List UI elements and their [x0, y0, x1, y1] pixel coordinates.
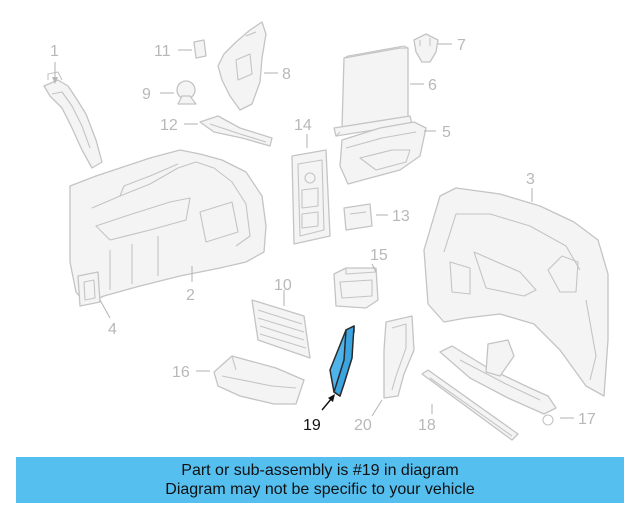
callout-14: 14: [294, 117, 312, 134]
callout-16: 16: [172, 364, 190, 381]
callout-19: 19: [303, 417, 321, 434]
callout-3: 3: [526, 171, 535, 188]
callout-9: 9: [142, 86, 151, 103]
callout-13: 13: [392, 208, 410, 225]
part-11-clip: [193, 39, 207, 59]
part-2-left-quarter-trim: [69, 149, 267, 305]
info-banner: Part or sub-assembly is #19 in diagram D…: [16, 457, 624, 503]
part-1-pillar-trim: [43, 71, 103, 169]
callout-11: 11: [154, 43, 171, 60]
part-6-cargo-cover: [333, 45, 413, 137]
part-5-storage-tray: [339, 121, 427, 185]
part-14-switch-panel: [291, 149, 331, 245]
callout-1: 1: [50, 43, 59, 60]
parts-diagram: 1 2 4 11 9 8 12: [43, 21, 609, 441]
part-9-push-clip: [176, 80, 197, 105]
part-13-bracket: [343, 203, 373, 231]
callout-18: 18: [418, 417, 436, 434]
banner-line-2: Diagram may not be specific to your vehi…: [165, 481, 475, 498]
part-7-bracket: [413, 33, 439, 63]
callout-7: 7: [457, 37, 466, 54]
part-15-outlet-housing: [333, 267, 379, 309]
callout-6: 6: [428, 77, 437, 94]
callout-20: 20: [354, 417, 372, 434]
part-4-clip: [77, 271, 101, 307]
callout-15: 15: [370, 247, 388, 264]
part-3-right-quarter-trim: [423, 187, 609, 397]
callout-2: 2: [186, 287, 195, 304]
part-16-storage-bin: [213, 355, 305, 405]
banner-line-1: Part or sub-assembly is #19 in diagram: [181, 462, 459, 479]
part-8-upper-trim: [217, 21, 267, 111]
callout-12: 12: [160, 117, 178, 134]
part-18-jack-handle: [421, 369, 519, 441]
callout-4: 4: [108, 321, 117, 338]
part-12-trim-strip: [199, 115, 273, 147]
callout-17: 17: [578, 411, 596, 428]
part-20-vertical-trim: [383, 315, 415, 399]
callout-10: 10: [274, 277, 292, 294]
callout-5: 5: [442, 124, 451, 141]
callout-8: 8: [282, 66, 291, 83]
part-17-jack: [439, 339, 557, 426]
part-10-speaker-grille: [251, 299, 311, 359]
part-19-highlighted-trim: [329, 325, 355, 397]
